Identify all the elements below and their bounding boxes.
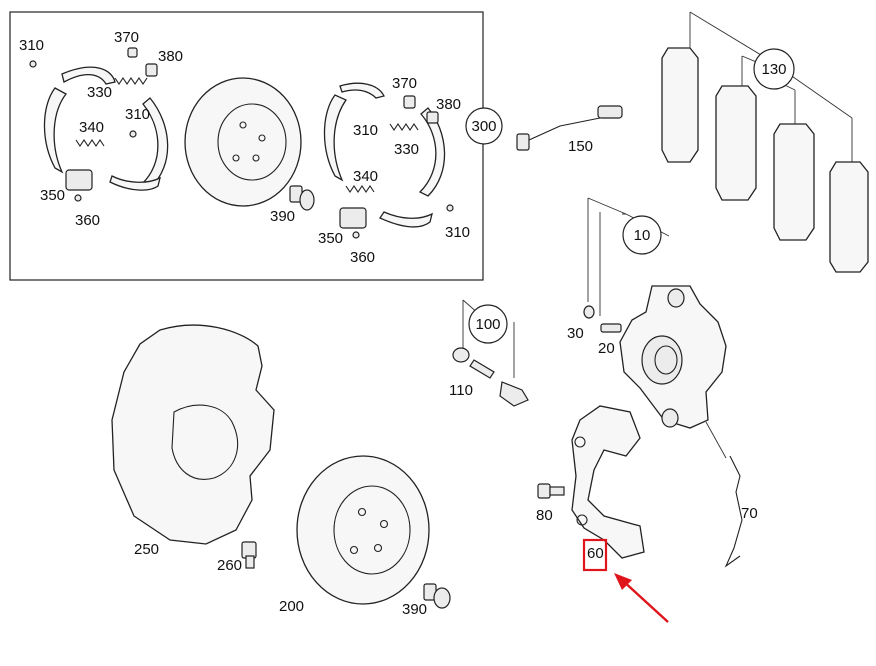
label-80: 80 (536, 507, 553, 524)
lower-brake-disc (296, 455, 430, 605)
label-350-right: 350 (318, 230, 343, 247)
label-340-right: 340 (353, 168, 378, 185)
group-130-badge: 130 (753, 48, 795, 90)
springs (75, 77, 419, 193)
label-330-left: 330 (87, 84, 112, 101)
top-brake-disc (184, 77, 302, 207)
label-110: 110 (449, 382, 473, 399)
group-10-badge: 10 (622, 215, 662, 255)
backing-plate (111, 324, 275, 545)
label-310-right-pin: 310 (353, 122, 378, 139)
label-30: 30 (567, 325, 584, 342)
label-130: 130 (761, 61, 786, 78)
group-300-badge: 300 (465, 107, 503, 145)
label-100: 100 (475, 316, 500, 333)
group-100-badge: 100 (468, 304, 508, 344)
wear-sensor (516, 105, 623, 151)
label-340-left: 340 (79, 119, 104, 136)
label-380-right: 380 (436, 96, 461, 113)
label-20: 20 (598, 340, 615, 357)
label-310-left-pin: 310 (125, 106, 150, 123)
guide-bushings (452, 347, 529, 407)
label-360-left: 360 (75, 212, 100, 229)
retaining-spring-70 (705, 421, 743, 568)
label-70: 70 (741, 505, 758, 522)
parking-brake-kit-frame (9, 11, 484, 281)
label-330-right: 330 (394, 141, 419, 158)
bolt-80 (537, 483, 565, 499)
group-10-leader (587, 197, 670, 316)
label-260: 260 (217, 557, 242, 574)
label-250: 250 (134, 541, 159, 558)
bleeder-valve (583, 305, 622, 333)
highlight-box-60 (582, 538, 608, 572)
bolt-390-top (289, 185, 315, 211)
caliper-bracket (571, 405, 645, 559)
brake-caliper (619, 285, 727, 429)
label-300: 300 (471, 118, 496, 135)
label-350-left: 350 (40, 187, 65, 204)
right-brake-shoe (323, 82, 446, 228)
label-60: 60 (587, 545, 604, 562)
label-370-right: 370 (392, 75, 417, 92)
adjuster-parts (65, 169, 367, 229)
label-150: 150 (568, 138, 593, 155)
label-360-right: 360 (350, 249, 375, 266)
label-10: 10 (634, 227, 651, 244)
bolt-260 (241, 541, 257, 569)
brake-pads (661, 47, 869, 273)
label-390-bottom: 390 (402, 601, 427, 618)
label-310-top-left: 310 (19, 37, 44, 54)
small-hardware (29, 47, 454, 239)
label-370-left: 370 (114, 29, 139, 46)
label-200: 200 (279, 598, 304, 615)
label-380-left: 380 (158, 48, 183, 65)
label-310-bottom-right: 310 (445, 224, 470, 241)
highlight-arrow (614, 573, 669, 623)
label-390-top: 390 (270, 208, 295, 225)
bolt-390-bottom (423, 583, 451, 609)
left-brake-shoe (43, 66, 169, 191)
